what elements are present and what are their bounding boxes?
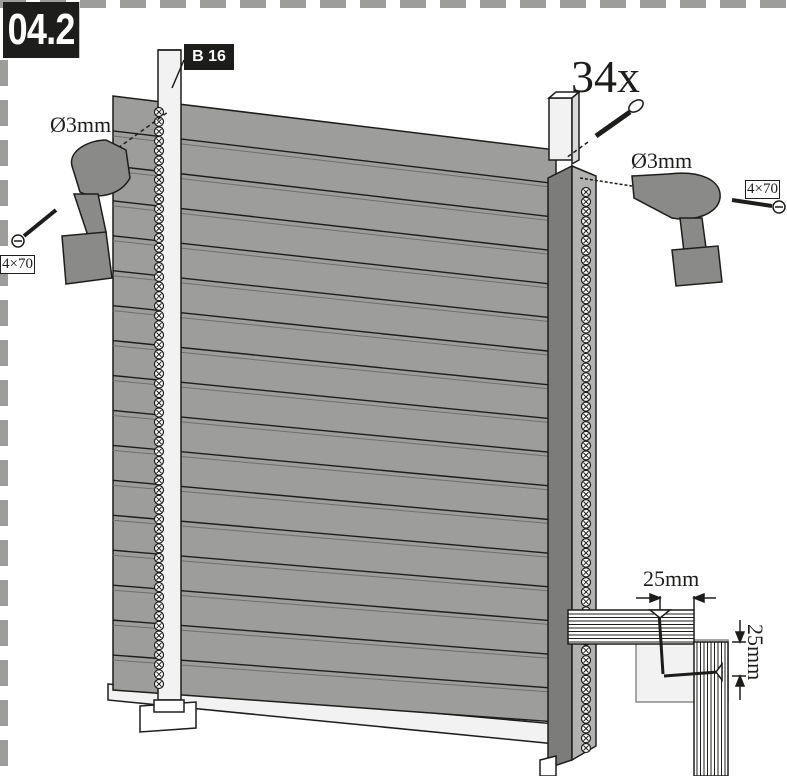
top-screw-icon [565,99,644,159]
fence-panel [112,95,557,723]
right-screw-column [580,186,592,754]
part-tag: B 16 [184,44,234,70]
left-drill-icon [11,111,169,285]
left-screw-column [153,106,165,690]
dimension-vertical-label: 25mm [743,624,768,681]
right-drill-icon [579,172,786,287]
drill-bit-left-label: Ø3mm [50,112,112,137]
corner-detail [567,592,746,776]
drill-bit-right-label: Ø3mm [631,148,693,173]
screw-size-left-label: 4×70 [0,255,35,274]
dimension-horizontal-label: 25mm [643,566,700,591]
screw-size-right-label: 4×70 [745,180,780,199]
right-post [546,90,582,166]
step-number: 04.2 [3,2,80,58]
tag-leader [171,59,185,89]
screw-count: 34x [571,51,640,102]
